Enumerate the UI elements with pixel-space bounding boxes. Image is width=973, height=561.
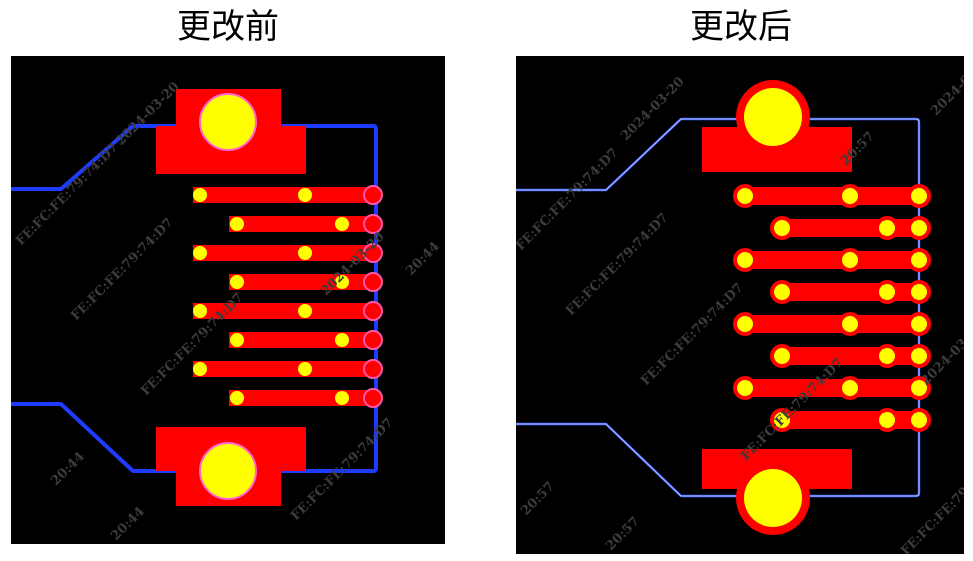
mount-hole-bottom xyxy=(199,442,257,500)
pads xyxy=(193,188,349,405)
trace-3 xyxy=(744,251,919,269)
title-before: 更改前 xyxy=(177,7,279,47)
watermark-time: 20:44 xyxy=(108,504,148,544)
trace-1 xyxy=(744,187,919,205)
pad xyxy=(335,333,349,347)
pad xyxy=(733,248,757,272)
watermark-date: 2024-03-20 xyxy=(618,74,687,143)
pad xyxy=(770,280,794,304)
watermark-time: 20:44 xyxy=(403,239,443,279)
trace-4 xyxy=(229,274,375,290)
watermark-mac: FE:FC:FE:79:74:D7 xyxy=(68,215,176,323)
trace-3 xyxy=(193,245,375,261)
pad xyxy=(733,312,757,336)
pad xyxy=(335,217,349,231)
pad xyxy=(193,188,207,202)
edge-via xyxy=(363,330,383,350)
trace-5 xyxy=(193,303,375,319)
pad xyxy=(907,184,931,208)
board-outline xyxy=(11,124,378,473)
edge-via xyxy=(363,243,383,263)
edge-vias xyxy=(363,185,383,408)
pad xyxy=(770,408,794,432)
pad xyxy=(770,216,794,240)
pad xyxy=(193,246,207,260)
pad xyxy=(335,275,349,289)
pad xyxy=(298,246,312,260)
pad xyxy=(298,188,312,202)
pin-traces xyxy=(193,187,375,406)
pcb-after-drawing: FE:FC:FE:79:74:D7 FE:FC:FE:79:74:D7 FE:F… xyxy=(516,56,964,554)
edge-via xyxy=(363,185,383,205)
pads xyxy=(733,184,931,432)
pad xyxy=(193,362,207,376)
trace-6 xyxy=(229,332,375,348)
watermark-mac: FE:FC:FE:79:74:D7 xyxy=(738,355,846,463)
pad xyxy=(907,344,931,368)
watermark-mac: FE:FC:FE:79:74:D7 xyxy=(638,280,746,388)
edge-via xyxy=(363,272,383,292)
trace-2 xyxy=(229,216,375,232)
pad xyxy=(875,280,899,304)
pad xyxy=(838,248,862,272)
edge-via xyxy=(363,214,383,234)
pad xyxy=(875,408,899,432)
watermark-time: 20:57 xyxy=(518,479,558,519)
watermark-mac: FE:FC:FE:79:74:D7 xyxy=(898,450,964,554)
pad xyxy=(230,333,244,347)
edge-via xyxy=(363,301,383,321)
pad xyxy=(230,391,244,405)
pad xyxy=(298,362,312,376)
pad xyxy=(298,304,312,318)
mount-hole-bottom xyxy=(744,469,802,527)
pad xyxy=(907,312,931,336)
trace-8 xyxy=(229,390,375,406)
trace-5 xyxy=(744,315,919,333)
pad xyxy=(907,216,931,240)
trace-7 xyxy=(744,379,919,397)
mount-hole-top xyxy=(744,88,802,146)
pad xyxy=(875,216,899,240)
pad xyxy=(230,217,244,231)
pad xyxy=(838,312,862,336)
watermark-date: 2024-03-20 xyxy=(928,56,964,119)
pad xyxy=(193,304,207,318)
pad xyxy=(875,344,899,368)
pad xyxy=(838,376,862,400)
pad xyxy=(230,275,244,289)
pad xyxy=(733,184,757,208)
watermark-time: 20:44 xyxy=(48,449,88,489)
trace-7 xyxy=(193,361,375,377)
pcb-before-drawing: FE:FC:FE:79:74:D7 FE:FC:FE:79:74:D7 FE:F… xyxy=(11,79,443,544)
pcb-before-panel: FE:FC:FE:79:74:D7 FE:FC:FE:79:74:D7 FE:F… xyxy=(11,56,445,544)
pad xyxy=(907,280,931,304)
watermark-mac: FE:FC:FE:79:74:D7 xyxy=(563,210,671,318)
mount-hole-top xyxy=(199,93,257,151)
watermark-mac: FE:FC:FE:79:74:D7 xyxy=(516,145,622,253)
pad xyxy=(770,344,794,368)
pad xyxy=(907,248,931,272)
pad xyxy=(335,391,349,405)
edge-via xyxy=(363,359,383,379)
pad xyxy=(733,376,757,400)
edge-via xyxy=(363,388,383,408)
watermark-mac: FE:FC:FE:79:74:D7 xyxy=(13,140,121,248)
pad xyxy=(838,184,862,208)
title-after: 更改后 xyxy=(690,7,792,47)
pad xyxy=(907,376,931,400)
trace-1 xyxy=(193,187,375,203)
pad xyxy=(907,408,931,432)
watermark-time: 20:57 xyxy=(603,514,643,554)
pcb-after-panel: FE:FC:FE:79:74:D7 FE:FC:FE:79:74:D7 FE:F… xyxy=(516,56,964,554)
